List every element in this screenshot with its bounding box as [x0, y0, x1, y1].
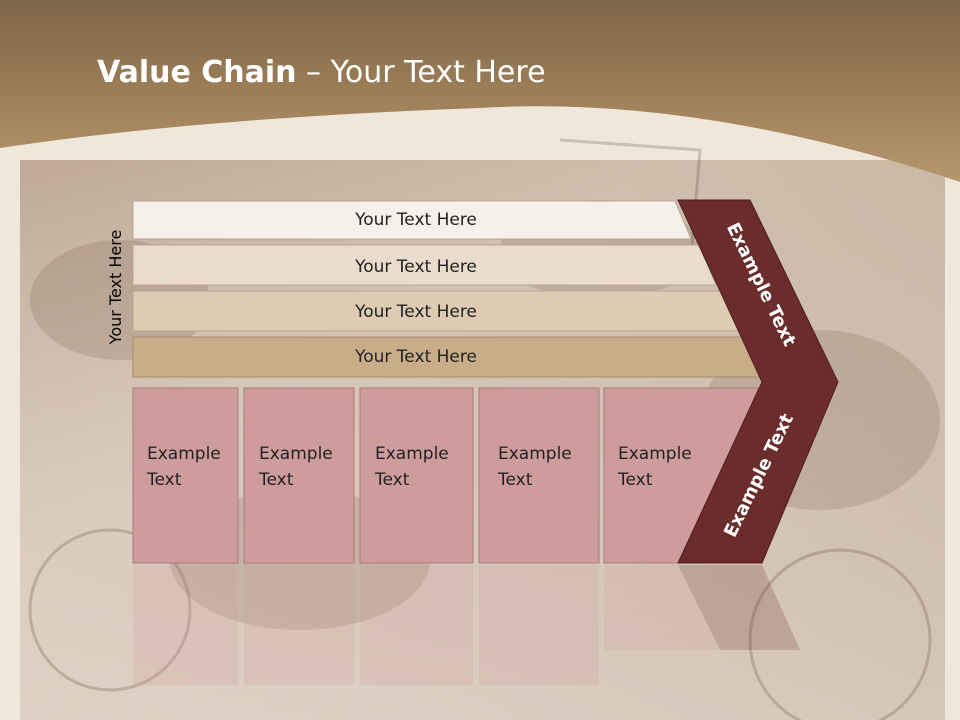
support-row-label: Your Text Here	[354, 302, 477, 322]
box-line2: Text	[258, 470, 294, 490]
box-line2: Text	[146, 470, 182, 490]
box-line1: Example	[147, 444, 221, 464]
box-line1: Example	[259, 444, 333, 464]
primary-box-5: Example Text	[603, 387, 763, 564]
box-line1: Example	[618, 444, 692, 464]
title-rest: – Your Text Here	[296, 55, 546, 90]
box-line2: Text	[497, 470, 533, 490]
title-bold: Value Chain	[97, 55, 297, 90]
primary-box-3: Example Text	[359, 387, 474, 564]
primary-box-1: Example Text	[132, 387, 239, 564]
box-line2: Text	[617, 470, 653, 490]
reflection	[133, 565, 800, 685]
primary-box-2: Example Text	[243, 387, 355, 564]
support-row-label: Your Text Here	[354, 257, 477, 277]
support-row-label: Your Text Here	[354, 210, 477, 230]
box-line1: Example	[498, 444, 572, 464]
primary-box-4: Example Text	[478, 387, 600, 564]
side-label: Your Text Here	[106, 230, 125, 346]
page-title: Value Chain – Your Text Here	[97, 55, 546, 90]
support-row-3: Your Text Here	[132, 290, 740, 332]
support-row-1: Your Text Here	[132, 200, 692, 240]
support-row-label: Your Text Here	[354, 347, 477, 367]
support-row-4: Your Text Here	[132, 336, 763, 378]
box-line2: Text	[374, 470, 410, 490]
box-line1: Example	[375, 444, 449, 464]
support-row-2: Your Text Here	[132, 244, 717, 286]
